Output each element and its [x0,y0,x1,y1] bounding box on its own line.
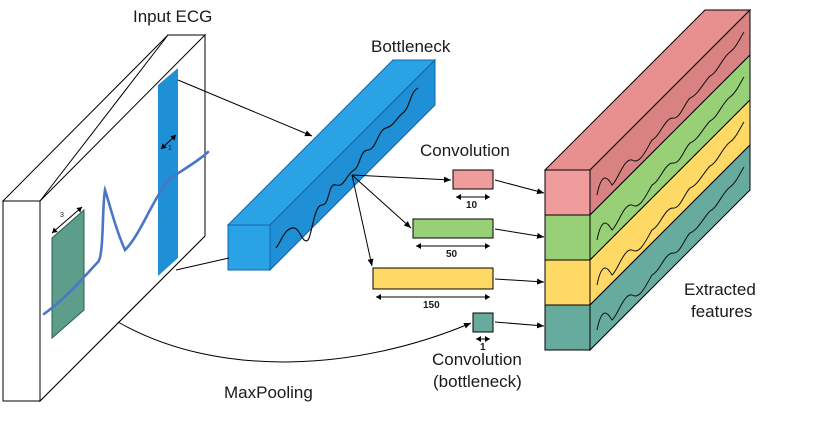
stride-column [158,68,178,276]
features-wave-teal [596,166,745,331]
features-front-yellow [544,259,591,306]
kernel-10-label: 10 [466,200,478,211]
features-wave-red [596,31,745,196]
kernel-10 [452,169,494,190]
bottleneck-block [226,58,437,272]
window-width-arrow [51,206,83,234]
arrow-k50-to-features [494,228,545,239]
input-ecg-label: Input ECG [133,7,212,26]
extracted-features-label-2: features [691,302,752,321]
convolution-bottleneck-label-1: Convolution [432,350,522,369]
kernel-150-label: 150 [423,300,440,311]
arrow-input-to-bottleneck [177,79,313,137]
kernel-50 [412,218,494,239]
input-ecg-front [2,200,41,402]
bottleneck-label: Bottleneck [371,37,451,56]
kernel-150 [372,267,494,290]
bottleneck-front [227,224,271,271]
input-ecg-wave [42,150,210,316]
features-wave-yellow [596,121,745,286]
link-input-bottleneck-lower [175,257,230,271]
maxpooling-arrow [117,321,472,363]
input-ecg-block: 1 3 [1,33,210,403]
arrow-k1-to-features [494,321,545,329]
stride-width-label: 1 [168,145,172,152]
convolution-kernels: 10 50 150 1 [372,169,494,353]
features-front-red [544,169,591,216]
features-front-teal [544,304,591,351]
arrow-bottleneck-to-k150 [351,174,374,267]
bottleneck-wave [275,87,419,249]
arrow-k10-to-features [494,179,545,195]
convolution-label: Convolution [420,141,510,160]
maxpooling-label: MaxPooling [224,383,313,402]
stride-width-arrow [160,134,177,150]
kernel-1 [472,312,494,333]
arrow-k150-to-features [494,278,545,285]
window-width-label: 3 [60,212,64,219]
kernel-1-label: 1 [480,342,486,353]
convolution-bottleneck-label-2: (bottleneck) [433,372,522,391]
extracted-features-stack [543,8,752,352]
kernel-50-label: 50 [446,249,458,260]
arrow-bottleneck-to-k10 [351,174,452,183]
features-wave-green [596,76,745,241]
arrow-bottleneck-to-k50 [351,174,412,229]
features-front-green [544,214,591,261]
extracted-features-label-1: Extracted [684,280,756,299]
